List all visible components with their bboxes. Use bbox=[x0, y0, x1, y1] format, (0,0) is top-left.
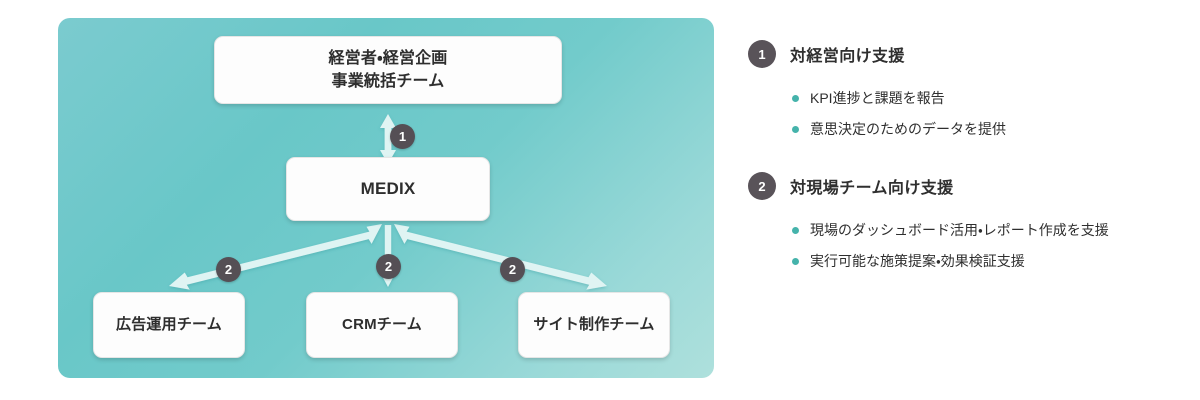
arrow-medix-site bbox=[394, 224, 607, 290]
diagram-badge-1: 1 bbox=[390, 124, 415, 149]
list-item: 実行可能な施策提案・効果検証支援 bbox=[792, 251, 1140, 273]
arrow-exec-medix bbox=[380, 114, 396, 164]
arrow-medix-ads bbox=[169, 224, 382, 290]
node-site-team-label: サイト制作チーム bbox=[533, 316, 655, 334]
list-item-text: 実行可能な施策提案・効果検証支援 bbox=[810, 253, 1025, 270]
list-item: 現場のダッシュボード活用・レポート作成を支援 bbox=[792, 220, 1140, 242]
info-section-1-bullets: KPI進捗と課題を報告 意思決定のためのデータを提供 bbox=[748, 88, 1168, 140]
node-medix-label: MEDIX bbox=[360, 178, 416, 198]
node-ads-team-label: 広告運用チーム bbox=[116, 316, 222, 334]
bullet-dot-icon bbox=[792, 95, 799, 102]
diagram-badge-2-ads: 2 bbox=[216, 257, 241, 282]
info-section-2-bullets: 現場のダッシュボード活用・レポート作成を支援 実行可能な施策提案・効果検証支援 bbox=[748, 220, 1168, 272]
bullet-dot-icon bbox=[792, 125, 799, 133]
diagram-badge-2-crm: 2 bbox=[376, 254, 401, 279]
info-section-1-header: 1 対経営向け支援 bbox=[748, 40, 1168, 68]
node-executive-team-label: 経営者・経営企画 事業統括チーム bbox=[320, 47, 455, 93]
node-crm-team-label: CRMチーム bbox=[342, 316, 422, 334]
node-site-team[interactable]: サイト制作チーム bbox=[518, 292, 670, 358]
info-section-1-number-badge: 1 bbox=[748, 40, 776, 68]
list-item-text: 現場のダッシュボード活用・レポート作成を支援 bbox=[810, 222, 1109, 239]
org-structure-diagram-panel: 経営者・経営企画 事業統括チーム MEDIX 広告運用チーム CRMチーム サイ… bbox=[58, 18, 714, 378]
node-ads-team[interactable]: 広告運用チーム bbox=[93, 292, 245, 358]
node-executive-team-line2: 事業統括チーム bbox=[331, 73, 445, 90]
list-item: KPI進捗と課題を報告 bbox=[792, 88, 1140, 110]
node-medix[interactable]: MEDIX bbox=[286, 157, 490, 221]
info-section-2-header: 2 対現場チーム向け支援 bbox=[748, 172, 1168, 201]
info-section-2-title: 対現場チーム向け支援 bbox=[790, 180, 954, 198]
info-section-2: 2 対現場チーム向け支援 現場のダッシュボード活用・レポート作成を支援 実行可能… bbox=[748, 172, 1168, 272]
node-executive-team[interactable]: 経営者・経営企画 事業統括チーム bbox=[214, 36, 562, 104]
support-description-column: 1 対経営向け支援 KPI進捗と課題を報告 意思決定のためのデータを提供 2 対… bbox=[748, 40, 1168, 273]
node-crm-team[interactable]: CRMチーム bbox=[306, 292, 458, 358]
list-item-text: KPI進捗と課題を報告 bbox=[810, 90, 945, 106]
info-section-1-title: 対経営向け支援 bbox=[790, 48, 905, 65]
diagram-badge-2-site: 2 bbox=[500, 257, 525, 282]
list-item-text: 意思決定のためのデータを提供 bbox=[810, 120, 1006, 137]
info-section-2-number-badge: 2 bbox=[748, 172, 776, 201]
bullet-dot-icon bbox=[792, 258, 799, 266]
node-executive-team-line1: 経営者・経営企画 bbox=[328, 49, 448, 67]
list-item: 意思決定のためのデータを提供 bbox=[792, 119, 1140, 141]
info-section-1: 1 対経営向け支援 KPI進捗と課題を報告 意思決定のためのデータを提供 bbox=[748, 40, 1168, 140]
bullet-dot-icon bbox=[792, 227, 799, 235]
